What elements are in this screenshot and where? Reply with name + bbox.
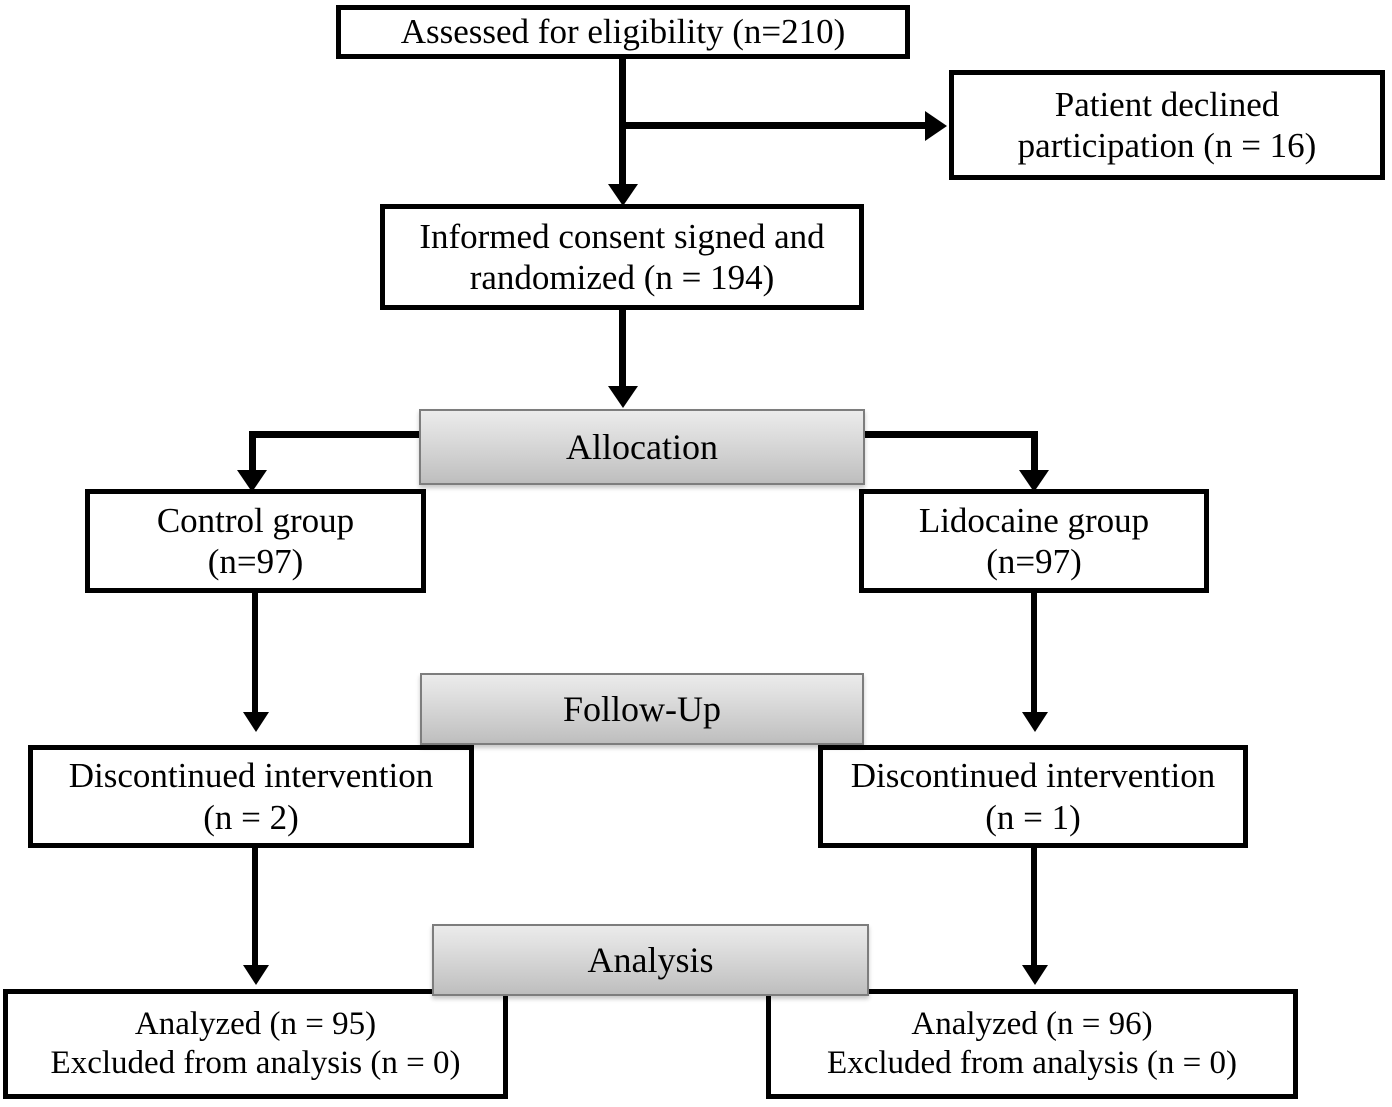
assessed-line-1: Assessed for eligibility (n=210) (400, 12, 846, 52)
consent-line-2: randomized (n = 194) (469, 258, 775, 297)
control-discontinued-line-1: Discontinued intervention (68, 756, 434, 796)
arrowhead-assessed-to-consent (608, 184, 638, 206)
consent-line-1: Informed consent signed and (419, 216, 825, 256)
arrowhead-assessed-to-declined (925, 111, 947, 141)
arrowhead-lidocaine-to-discontinued (1022, 712, 1048, 732)
control-group-line-2: (n=97) (207, 542, 304, 581)
control-group-line-1: Control group (156, 500, 355, 540)
lidocaine-discontinued-line-1: Discontinued intervention (850, 756, 1216, 796)
arrowhead-consent-to-allocation (608, 386, 638, 408)
lidocaine-group-line-2: (n=97) (986, 542, 1082, 581)
lidocaine-analyzed-line-1: Analyzed (n = 96) (911, 1006, 1153, 1043)
lidocaine-group-box: Lidocaine group (n=97) (859, 489, 1209, 593)
connector-allocation-to-control-horizontal (249, 431, 424, 438)
lidocaine-discontinued-box: Discontinued intervention (n = 1) (818, 745, 1248, 848)
declined-line-2: participation (n = 16) (1017, 126, 1317, 165)
connector-assessed-to-consent (619, 59, 626, 199)
control-group-box: Control group (n=97) (85, 489, 426, 593)
patient-declined-box: Patient declined participation (n = 16) (949, 70, 1385, 180)
connector-assessed-to-declined (619, 122, 929, 129)
lidocaine-analyzed-box: Analyzed (n = 96) Excluded from analysis… (766, 989, 1298, 1099)
arrowhead-lidocaine-to-analyzed (1022, 965, 1048, 985)
control-discontinued-line-2: (n = 2) (203, 797, 299, 837)
arrowhead-allocation-to-lidocaine (1019, 470, 1049, 492)
declined-line-1: Patient declined (1054, 84, 1280, 124)
connector-lidocaine-to-discontinued (1031, 593, 1037, 721)
connector-control-discontinued-to-analyzed (252, 848, 258, 974)
connector-consent-to-allocation (619, 310, 626, 390)
follow-up-label: Follow-Up (562, 689, 721, 729)
stage-banner-follow-up: Follow-Up (420, 673, 864, 745)
control-analyzed-line-2: Excluded from analysis (n = 0) (50, 1045, 461, 1081)
connector-allocation-to-lidocaine-horizontal (860, 431, 1038, 438)
control-discontinued-box: Discontinued intervention (n = 2) (28, 745, 474, 848)
lidocaine-analyzed-line-2: Excluded from analysis (n = 0) (827, 1045, 1237, 1081)
lidocaine-discontinued-line-2: (n = 1) (985, 797, 1081, 837)
stage-banner-allocation: Allocation (419, 409, 865, 485)
connector-lidocaine-discontinued-to-analyzed (1031, 848, 1037, 974)
informed-consent-box: Informed consent signed and randomized (… (380, 204, 864, 310)
assessed-for-eligibility-box: Assessed for eligibility (n=210) (336, 5, 910, 59)
arrowhead-control-to-analyzed (243, 965, 269, 985)
connector-allocation-to-lidocaine-vertical (1031, 431, 1038, 486)
arrowhead-control-to-discontinued (243, 712, 269, 732)
allocation-label: Allocation (566, 427, 718, 467)
stage-banner-analysis: Analysis (432, 924, 869, 996)
analysis-label: Analysis (587, 940, 714, 980)
connector-control-to-discontinued (252, 593, 258, 721)
lidocaine-group-line-1: Lidocaine group (918, 500, 1150, 540)
arrowhead-allocation-to-control (237, 470, 267, 492)
control-analyzed-box: Analyzed (n = 95) Excluded from analysis… (3, 989, 508, 1099)
connector-allocation-to-control-vertical (249, 431, 256, 486)
control-analyzed-line-1: Analyzed (n = 95) (134, 1006, 377, 1043)
